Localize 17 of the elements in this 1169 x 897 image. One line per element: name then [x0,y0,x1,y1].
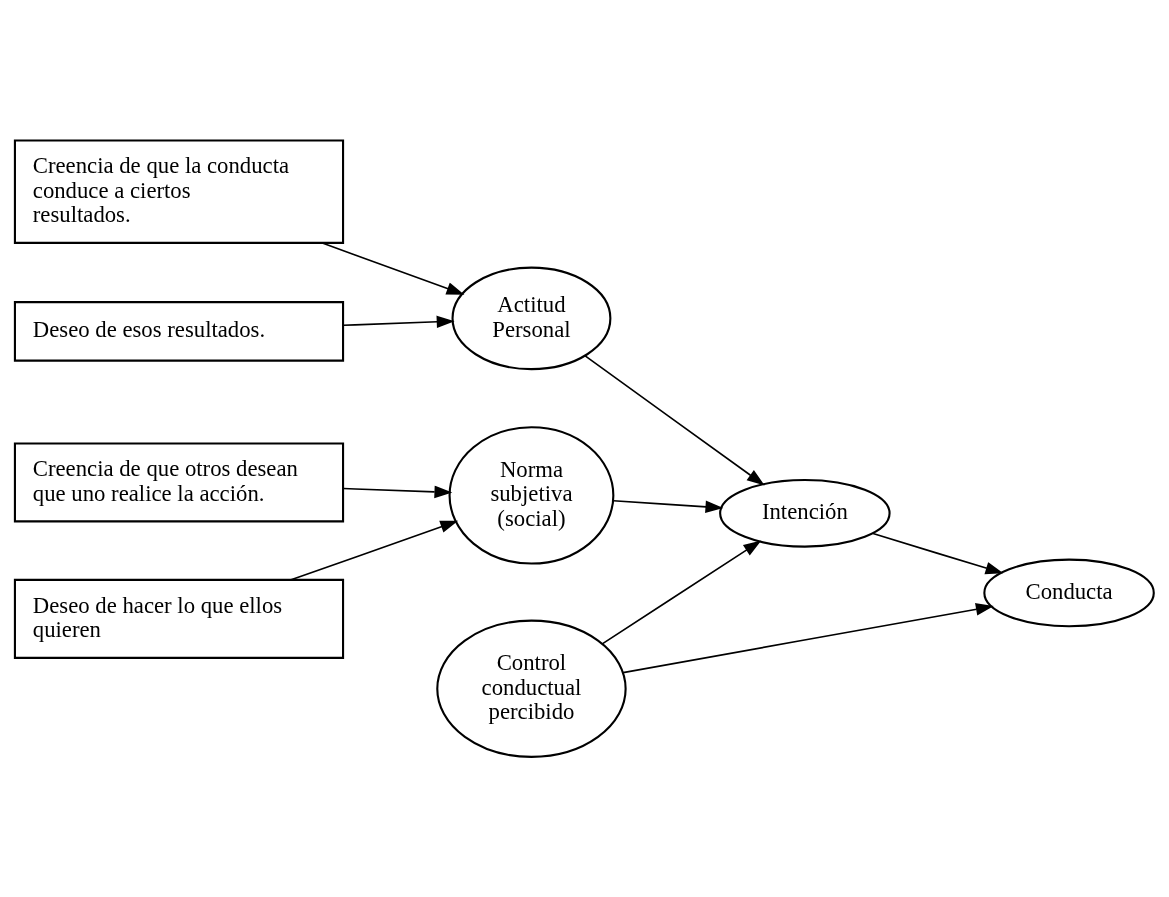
arrow [342,315,455,329]
arrow [612,499,724,514]
arrow [320,242,465,295]
node-box: Creencia de que otros desean que uno realice la acción. [13,442,345,523]
node-ellipse: Control conductual percibido [436,619,627,758]
arrow [872,532,1004,575]
node-ellipse: Actitud Personal [451,266,612,371]
arrow [601,540,762,645]
arrow [342,485,453,499]
arrow [584,355,765,486]
node-box: Deseo de esos resultados. [13,301,345,362]
arrow [290,520,459,581]
node-box: Creencia de que la conducta conduce a ciertos resultados. [13,139,345,244]
arrow [622,603,994,674]
node-ellipse: Intención [719,478,891,548]
node-box: Deseo de hacer lo que ellos quieren [13,578,345,659]
node-ellipse: Norma subjetiva (social) [448,426,615,565]
